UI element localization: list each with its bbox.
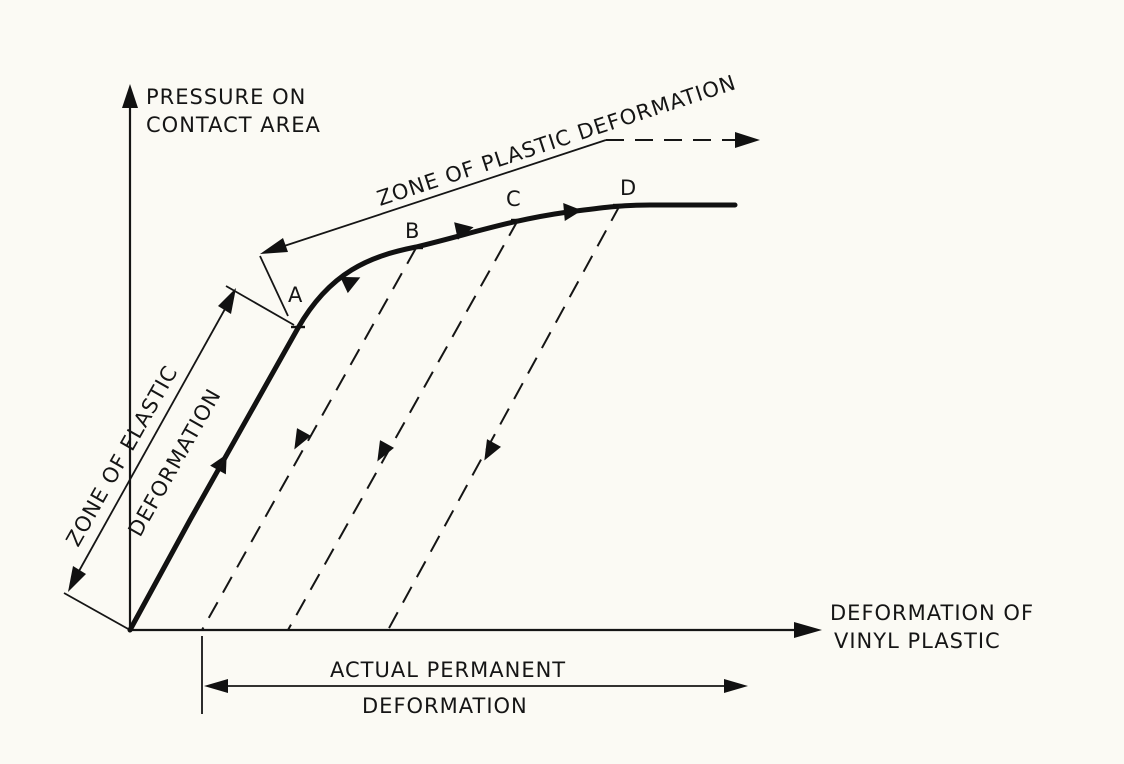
unloading-arrow-d: [484, 439, 501, 461]
loading-curve-arrow-1: [210, 454, 227, 475]
permanent-deformation-right-arrowhead: [724, 679, 748, 693]
point-c-label: C: [506, 187, 522, 211]
x-axis-label-line1: DEFORMATION OF: [830, 601, 1034, 625]
unloading-line-from-d: [387, 204, 621, 631]
unloading-arrow-b: [294, 428, 311, 450]
elastic-zone-baseline-tick: [63, 592, 131, 631]
plastic-zone-left-arrowhead: [260, 238, 288, 254]
plastic-zone-right-arrowhead: [735, 132, 760, 148]
elastic-zone-top-tick: [225, 285, 295, 326]
zone-boundary-line: [259, 255, 289, 317]
point-a-label: A: [288, 283, 303, 307]
elastic-zone-extent-line: [73, 299, 231, 581]
loading-curve-arrow-2: [340, 276, 361, 294]
loading-curve-arrow-4: [563, 203, 582, 221]
unloading-line-from-c: [287, 219, 519, 631]
elastic-zone-upper-arrowhead: [218, 288, 236, 314]
y-axis-arrowhead: [122, 84, 138, 108]
plastic-zone-extent-line: [271, 139, 607, 251]
permanent-deformation-left-arrowhead: [204, 679, 228, 693]
plastic-zone-label: ZONE OF PLASTIC DEFORMATION: [374, 70, 739, 210]
permanent-deformation-label-line1: ACTUAL PERMANENT: [330, 658, 566, 682]
elastic-zone-lower-arrowhead: [68, 566, 86, 592]
y-axis-label-line2: CONTACT AREA: [146, 113, 321, 137]
point-b-label: B: [405, 219, 420, 243]
loading-curve: [127, 202, 738, 633]
x-axis-arrowhead: [794, 622, 822, 638]
y-axis-label-line1: PRESSURE ON: [146, 85, 306, 109]
elastic-return-dashed-line: [134, 329, 297, 621]
x-axis-label-line2: VINYL PLASTIC: [834, 629, 1001, 653]
point-d-label: D: [620, 176, 637, 200]
permanent-deformation-label-line2: DEFORMATION: [362, 694, 528, 718]
loading-curve-arrow-3: [454, 222, 474, 240]
unloading-arrow-c: [377, 440, 394, 462]
unloading-line-from-b: [201, 247, 417, 631]
